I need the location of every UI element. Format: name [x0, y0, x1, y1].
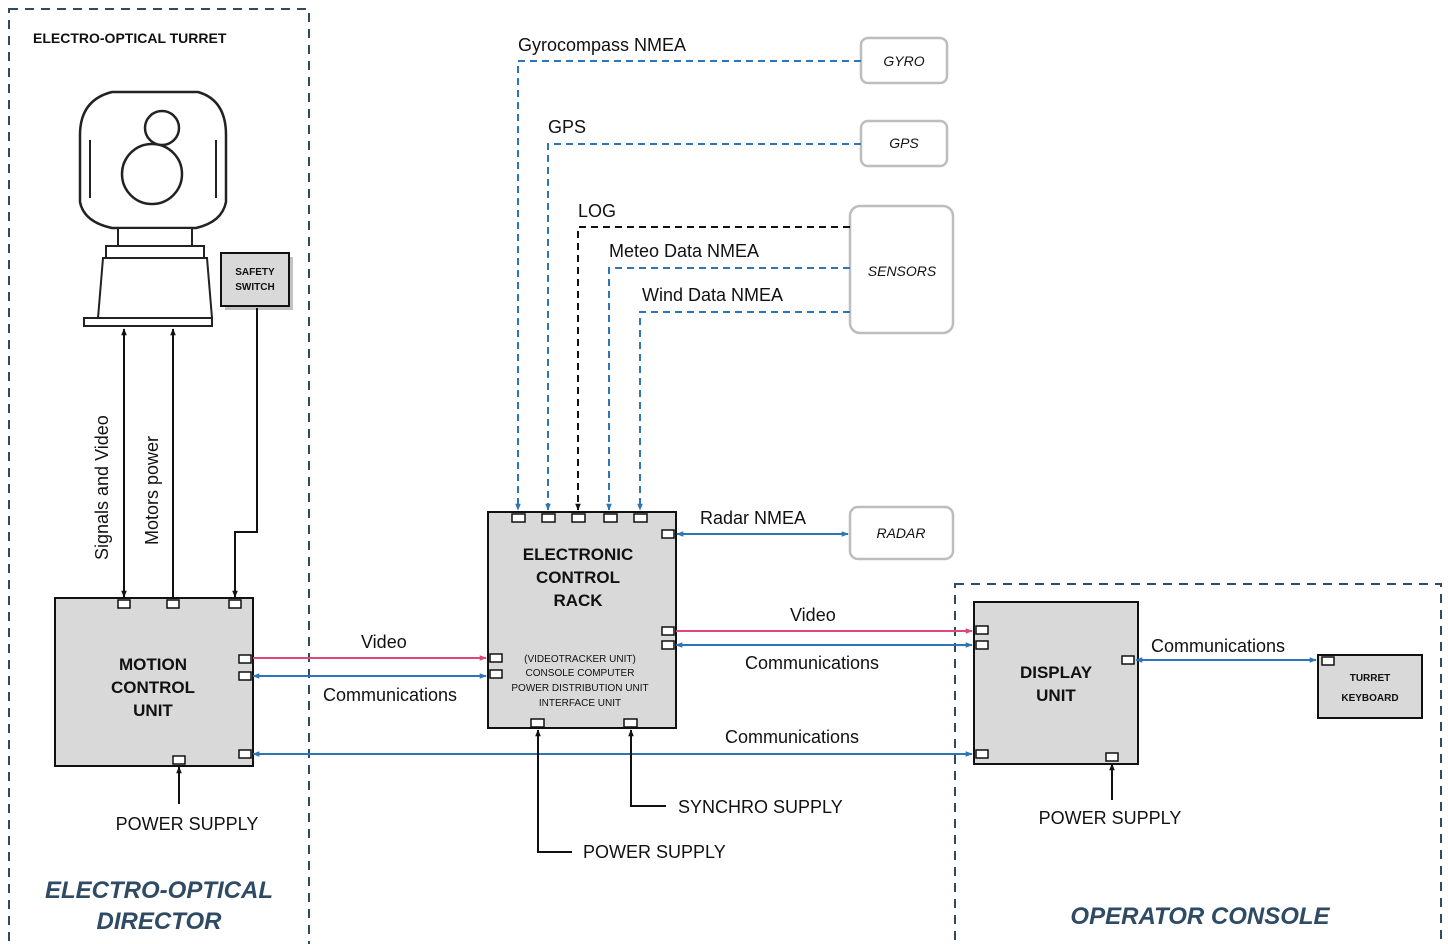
sensors-box: SENSORS: [848, 204, 955, 335]
display-label-2: UNIT: [1036, 686, 1076, 705]
electronic-control-rack: ELECTRONIC CONTROL RACK (VIDEOTRACKER UN…: [487, 511, 677, 729]
display-unit: DISPLAY UNIT: [973, 601, 1139, 765]
gyro-box: GYRO: [859, 36, 949, 85]
director-title-line2: DIRECTOR: [97, 908, 223, 935]
radar-nmea-label: Radar NMEA: [700, 508, 806, 528]
display-power-label: POWER SUPPLY: [1039, 808, 1182, 828]
comms-label-long: Communications: [725, 727, 859, 747]
safety-switch-label-2: SWITCH: [235, 282, 274, 293]
operator-console-region: [954, 583, 1442, 944]
motion-control-unit: MOTION CONTROL UNIT: [54, 597, 254, 767]
signals-video-label: Signals and Video: [92, 415, 112, 560]
gyrocompass-label: Gyrocompass NMEA: [518, 35, 686, 55]
rack-detail-3: POWER DISTRIBUTION UNIT: [511, 683, 648, 694]
comms-label-right: Communications: [745, 653, 879, 673]
operator-console-title: OPERATOR CONSOLE: [1070, 903, 1330, 930]
comms-label-left: Communications: [323, 685, 457, 705]
safety-switch: SAFETY SWITCH: [220, 252, 293, 310]
keyboard-label-2: KEYBOARD: [1341, 693, 1398, 704]
meteo-line: [606, 267, 850, 511]
log-line: [575, 226, 850, 511]
rack-power-line: [535, 729, 572, 853]
gps-box-label: GPS: [889, 135, 919, 151]
gyrocompass-line: [515, 60, 861, 511]
synchro-line: [628, 729, 666, 807]
radar-label: RADAR: [876, 525, 925, 541]
rack-detail-1: (VIDEOTRACKER UNIT): [524, 654, 636, 665]
turret-image: [78, 90, 228, 327]
display-label-1: DISPLAY: [1020, 663, 1093, 682]
director-title-line1: ELECTRO-OPTICAL: [45, 877, 273, 904]
safety-switch-label-1: SAFETY: [235, 267, 275, 278]
wind-line: [637, 311, 850, 511]
meteo-label: Meteo Data NMEA: [609, 241, 759, 261]
director-region: [8, 8, 310, 944]
mcu-label-1: MOTION: [119, 655, 187, 674]
gps-line: [545, 143, 861, 511]
mcu-power-label: POWER SUPPLY: [116, 814, 259, 834]
gps-box: GPS: [859, 119, 949, 168]
turret-group-title: ELECTRO-OPTICAL TURRET: [33, 30, 227, 46]
safety-switch-line: [232, 308, 258, 598]
rack-label-1: ELECTRONIC: [523, 545, 634, 564]
wind-label: Wind Data NMEA: [642, 285, 783, 305]
mcu-label-3: UNIT: [133, 701, 173, 720]
keyboard-label-1: TURRET: [1350, 673, 1391, 684]
rack-label-3: RACK: [553, 591, 603, 610]
rack-detail-2: CONSOLE COMPUTER: [526, 668, 635, 679]
log-label: LOG: [578, 201, 616, 221]
synchro-label: SYNCHRO SUPPLY: [678, 797, 843, 817]
motors-power-label: Motors power: [142, 436, 162, 545]
rack-detail-4: INTERFACE UNIT: [539, 698, 621, 709]
gyro-label: GYRO: [883, 53, 924, 69]
rack-label-2: CONTROL: [536, 568, 620, 587]
video-label-right: Video: [790, 605, 836, 625]
gps-signal-label: GPS: [548, 117, 586, 137]
sensors-label: SENSORS: [868, 263, 937, 279]
radar-box: RADAR: [848, 505, 955, 561]
mcu-label-2: CONTROL: [111, 678, 195, 697]
turret-keyboard: TURRET KEYBOARD: [1317, 654, 1423, 719]
video-label-left: Video: [361, 632, 407, 652]
rack-power-label: POWER SUPPLY: [583, 842, 726, 862]
comms-label-keyboard: Communications: [1151, 636, 1285, 656]
